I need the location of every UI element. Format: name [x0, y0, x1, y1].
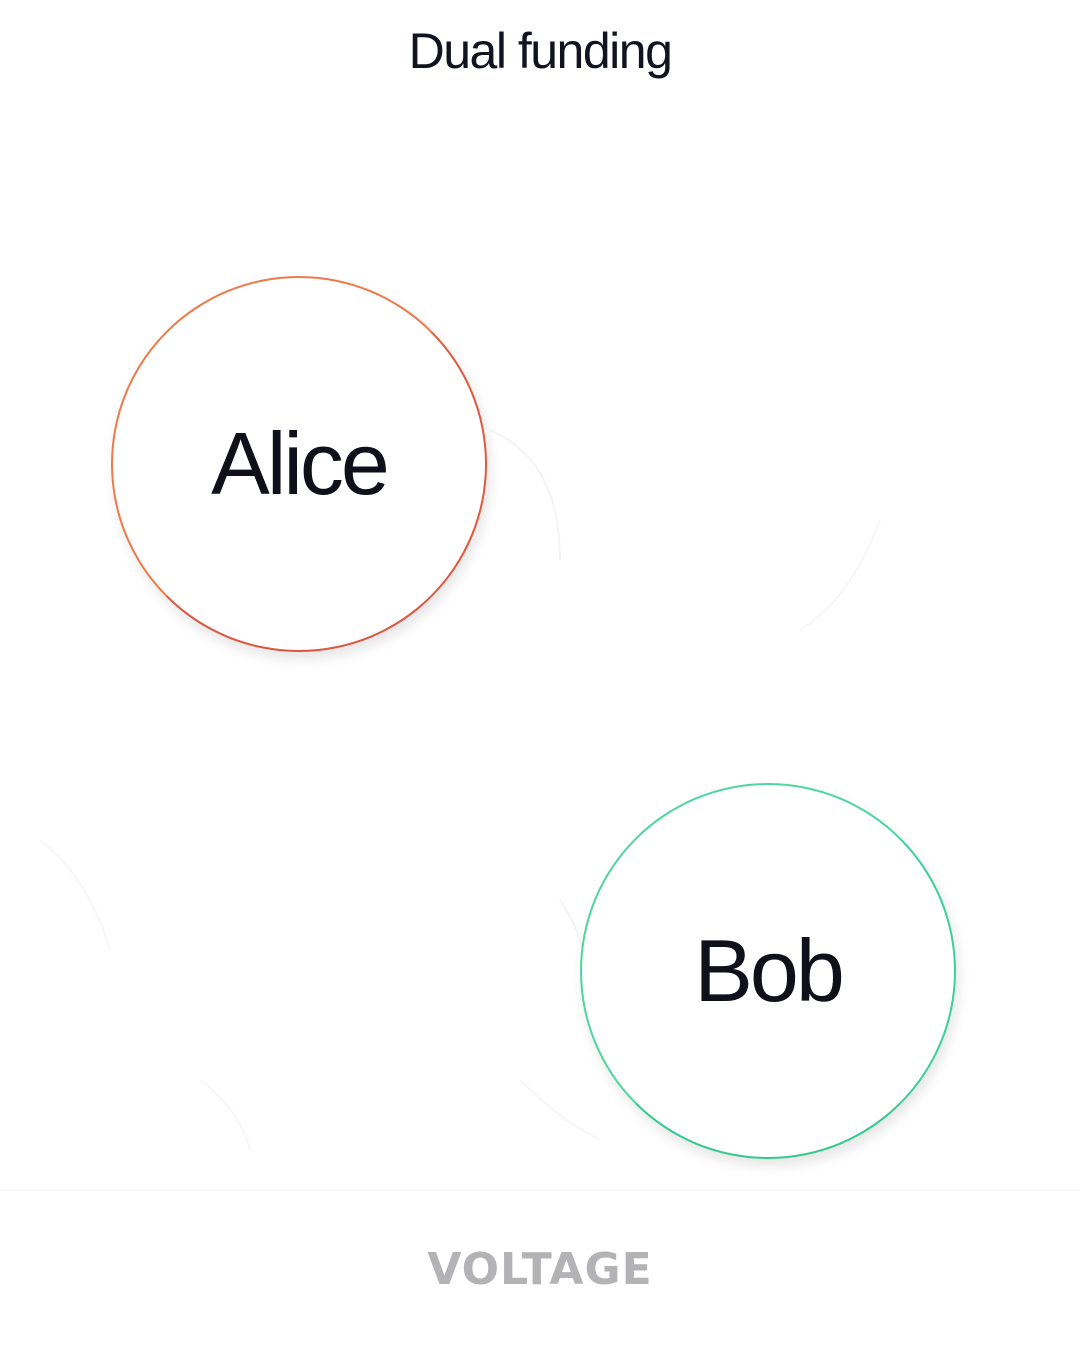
voltage-logo: VOLTAGE: [427, 1244, 653, 1295]
node-alice-label: Alice: [211, 414, 390, 513]
node-bob-label: Bob: [694, 921, 845, 1020]
diagram-title: Dual funding: [408, 23, 673, 79]
node-alice: Alice: [111, 276, 487, 652]
node-bob: Bob: [580, 783, 956, 1159]
